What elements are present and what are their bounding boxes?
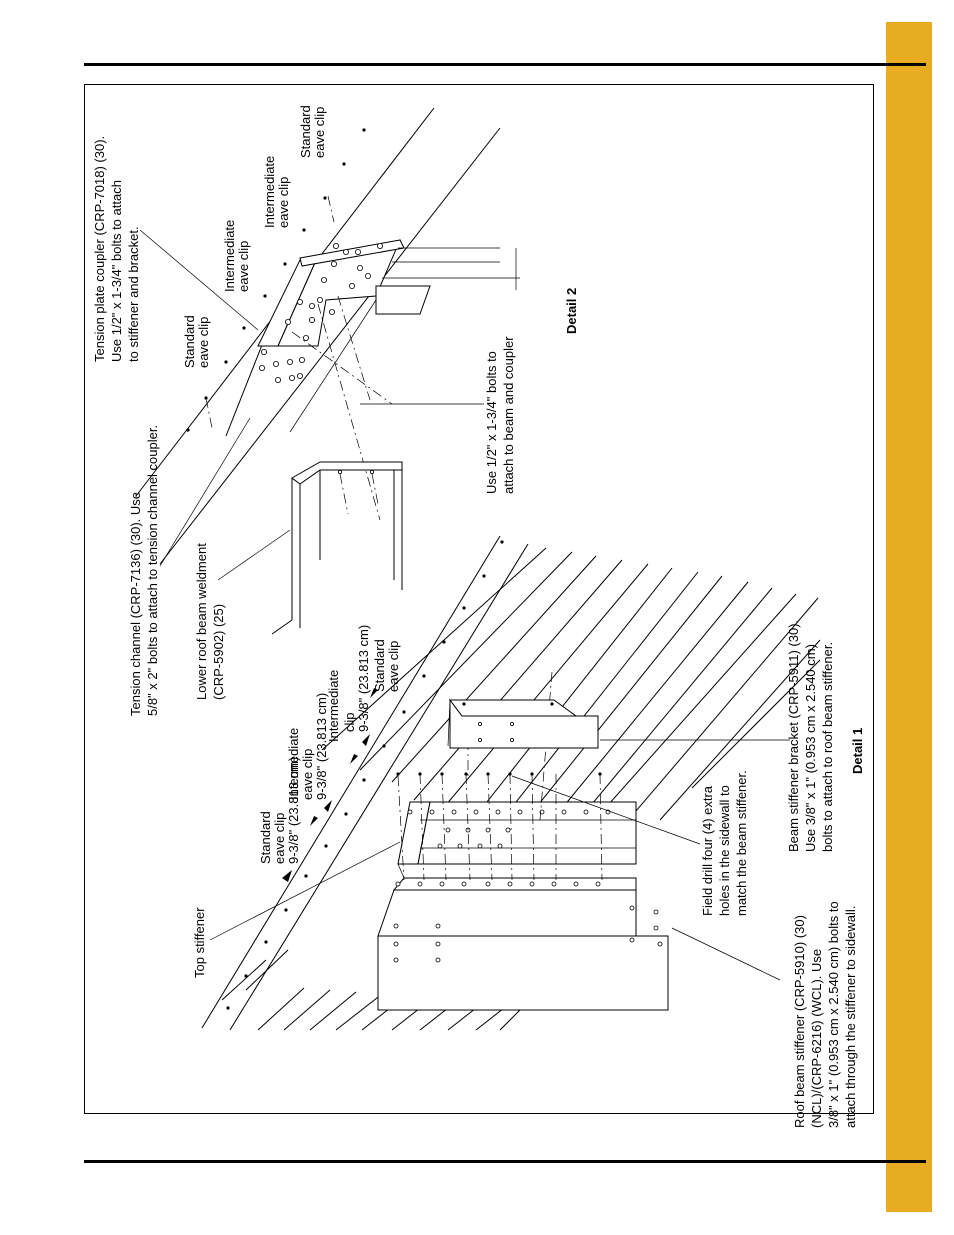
d1-dimension-1: 9-3/8" (23.813 cm): [286, 757, 301, 864]
d1-intermediate-label-sub: eave clip: [300, 749, 315, 800]
eave-clip-label-standard-2-sub: eave clip: [312, 107, 327, 158]
detail-1-label: Detail 1: [850, 728, 865, 774]
lower-beam-callout-line-2: (CRP-5902) (25): [211, 604, 226, 700]
use-bolts-callout-line-2: attach to beam and coupler: [501, 336, 516, 494]
d1-intermediate-label: Intermediate: [286, 728, 301, 800]
field-drill-callout-line-2: holes in the sidewall to: [717, 785, 732, 916]
detail-2-bolt-dots: [186, 128, 366, 432]
tension-plate-callout-line-3: to stiffener and bracket.: [126, 226, 141, 362]
top-stiffener-callout: Top stiffener: [192, 907, 207, 978]
eave-clip-label-intermediate-2-sub: eave clip: [276, 177, 291, 228]
d1-standard-label: Standard: [258, 811, 273, 864]
leader-lines: [139, 229, 790, 981]
section-color-tab: [886, 22, 932, 1212]
tension-plate-callout-line-1: Tension plate coupler (CRP-7018) (30).: [92, 136, 107, 362]
tension-channel-callout-line-1: Tension channel (CRP-7136) (30). Use: [128, 492, 143, 716]
d1-standard-label-2: Standard: [372, 639, 387, 692]
d1-standard-label-sub: eave clip: [272, 813, 287, 864]
eave-clip-label-standard-sub: eave clip: [196, 317, 211, 368]
eave-clip-label-standard: Standard: [182, 315, 197, 368]
lower-roof-beam-weldment: [271, 461, 403, 635]
field-drill-callout-line-3: match the beam stiffener.: [734, 770, 749, 916]
stiffener-holes: [393, 809, 663, 963]
stiffener-bolt-heads: [396, 772, 602, 776]
d1-dimension-2: 9-3/8" (23.813 cm): [314, 693, 329, 800]
header-rule: [84, 63, 926, 66]
detail-1-drawing: [201, 535, 821, 1031]
eave-clip-label-standard-2: Standard: [298, 105, 313, 158]
beam-bracket-callout-line-1: Beam stiffener bracket (CRP-5911) (30).: [786, 620, 801, 852]
detail-1-bolt-dots: [226, 540, 504, 1010]
beam-bracket-callout-line-3: bolts to attach to roof beam stiffener.: [820, 642, 835, 852]
tension-channel-callout-line-2: 5/8" x 2" bolts to attach to tension cha…: [145, 425, 160, 716]
d1-intermediate-label-2: Intermediate: [326, 670, 341, 742]
beam-bracket-callout-line-2: Use 3/8" x 1" (0.953 cm x 2.540 cm): [803, 644, 818, 852]
eave-clip-label-intermediate-2: Intermediate: [262, 156, 277, 228]
roof-stiffener-callout-line-3: 3/8" x 1" (0.953 cm x 2.540 cm) bolts to: [826, 901, 841, 1128]
dimension-arrows: [282, 688, 378, 882]
field-drill-callout-line-1: Field drill four (4) extra: [700, 785, 715, 916]
eave-clip-label-intermediate-sub: eave clip: [236, 241, 251, 292]
callout-labels: Tension plate coupler (CRP-7018) (30). U…: [92, 105, 865, 1128]
lower-beam-callout-line-1: Lower roof beam weldment: [194, 543, 209, 700]
d1-dimension-3: 9-3/8" (23.813 cm): [356, 625, 371, 732]
footer-rule: [84, 1160, 926, 1163]
eave-clip-label-intermediate: Intermediate: [222, 220, 237, 292]
roof-stiffener-callout-line-2: (NCL)/(CRP-6216) (WCL). Use: [809, 949, 824, 1128]
figure-frame: [84, 84, 874, 1114]
detail-2-label: Detail 2: [564, 288, 579, 334]
d1-standard-label-2-sub: eave clip: [386, 641, 401, 692]
coupler-holes: [258, 242, 383, 383]
d1-intermediate-clip: clip: [342, 712, 357, 732]
use-bolts-callout-line-1: Use 1/2" x 1-3/4" bolts to: [484, 351, 499, 494]
roof-stiffener-callout-line-4: attach through the stiffener to sidewall…: [843, 906, 858, 1128]
roof-stiffener-callout-line-1: Roof beam stiffener (CRP-5910) (30): [792, 915, 807, 1128]
tension-plate-callout-line-2: Use 1/2" x 1-3/4" bolts to attach: [109, 180, 124, 362]
detail-2-drawing: [135, 107, 520, 565]
